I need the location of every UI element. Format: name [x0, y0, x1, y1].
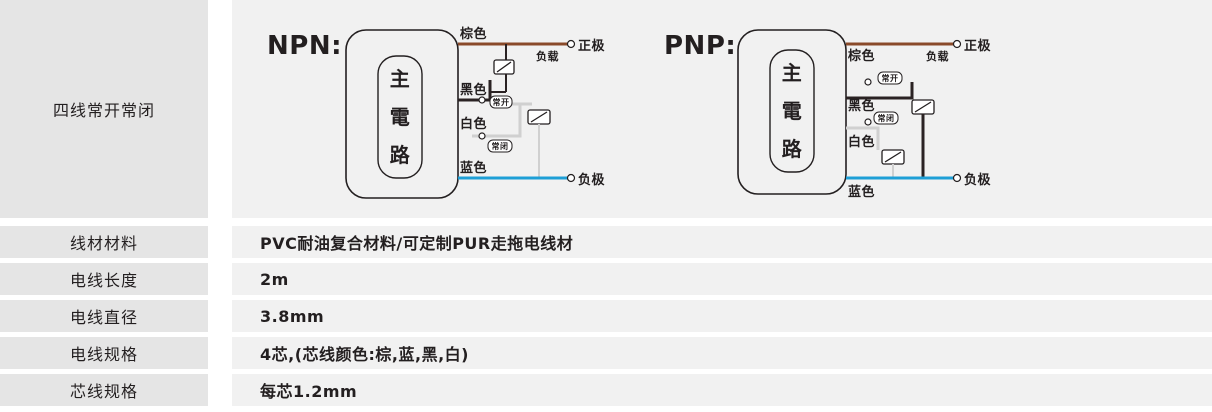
npn-load-2-slash	[530, 111, 548, 123]
npn-no-label: 常开	[493, 97, 510, 107]
pnp-white-wire	[846, 126, 880, 150]
npn-positive-terminal	[566, 39, 576, 49]
npn-load-1-slash	[496, 61, 512, 73]
pnp-positive-terminal	[952, 39, 962, 49]
npn-nc-label: 常闭	[492, 141, 509, 151]
npn-white-node	[478, 132, 486, 140]
pnp-white-label: 白色	[848, 134, 875, 150]
table-row: 线材材料 PVC耐油复合材料/可定制PUR走拖电线材	[0, 226, 1212, 258]
pnp-no-label: 常开	[882, 73, 899, 83]
pnp-black-label: 黑色	[848, 98, 875, 114]
row-label-spec: 电线规格	[0, 337, 208, 369]
row-label-material: 线材材料	[0, 226, 208, 258]
pnp-title: PNP:	[664, 31, 736, 61]
npn-white-wire	[472, 102, 532, 138]
row-label-core: 芯线规格	[0, 374, 208, 406]
table-row: 电线长度 2m	[0, 263, 1212, 295]
pnp-load-1-slash	[914, 101, 932, 113]
npn-title: NPN:	[267, 31, 342, 61]
pnp-load-label: 负载	[926, 49, 949, 63]
npn-load-label: 负载	[536, 49, 559, 63]
pnp-brown-label: 棕色	[847, 48, 875, 64]
npn-blue-label: 蓝色	[460, 160, 487, 176]
table-row: 电线规格 4芯,(芯线颜色:棕,蓝,黑,白)	[0, 337, 1212, 369]
pnp-diagram: PNP: 主 電 路 正极 棕色 负载 黑色 常开	[664, 29, 992, 200]
row-value-spec: 4芯,(芯线颜色:棕,蓝,黑,白)	[232, 337, 1212, 369]
pnp-negative-terminal	[952, 173, 962, 183]
npn-black-node	[478, 96, 486, 104]
pnp-load-2-slash	[884, 151, 902, 163]
table-row: 电线直径 3.8mm	[0, 300, 1212, 332]
npn-no-badge	[489, 95, 513, 109]
table-row: 芯线规格 每芯1.2mm	[0, 374, 1212, 406]
row-label-length: 电线长度	[0, 263, 208, 295]
table-row: 四线常开常闭 NPN: 主 電 路 正极 棕色 负载	[0, 0, 1212, 218]
pnp-circuit-char-2: 電	[782, 99, 803, 123]
pnp-circuit-char-3: 路	[782, 137, 803, 161]
row-label-wiring: 四线常开常闭	[0, 0, 208, 218]
npn-circuit-char-2: 電	[390, 105, 411, 129]
npn-negative-terminal	[566, 173, 576, 183]
pnp-nc-label: 常闭	[878, 113, 895, 123]
npn-positive-label: 正极	[578, 38, 606, 54]
npn-black-label: 黑色	[460, 82, 487, 98]
npn-white-label: 白色	[460, 116, 487, 132]
row-value-material: PVC耐油复合材料/可定制PUR走拖电线材	[232, 226, 1212, 258]
pnp-main-circuit-inner	[769, 49, 815, 173]
npn-nc-badge	[487, 139, 513, 153]
npn-circuit-char-3: 路	[390, 143, 411, 167]
pnp-positive-label: 正极	[964, 38, 992, 54]
pnp-nc-badge	[873, 111, 899, 125]
pnp-negative-label: 负极	[964, 172, 992, 188]
npn-circuit-char-1: 主	[390, 67, 411, 91]
npn-brown-label: 棕色	[459, 26, 487, 42]
npn-main-circuit-inner	[377, 55, 423, 179]
npn-diagram: NPN: 主 電 路 正极 棕色 负载 黑色	[267, 26, 606, 199]
npn-negative-label: 负极	[578, 172, 606, 188]
wiring-diagram: NPN: 主 電 路 正极 棕色 负载 黑色	[267, 26, 992, 200]
wiring-diagram-cell: NPN: 主 電 路 正极 棕色 负载 黑色	[232, 0, 1212, 218]
row-value-diameter: 3.8mm	[232, 300, 1212, 332]
pnp-circuit-char-1: 主	[782, 61, 803, 85]
pnp-no-badge	[877, 71, 903, 85]
row-value-length: 2m	[232, 263, 1212, 295]
npn-main-circuit-box	[345, 29, 459, 199]
pnp-black-node	[864, 78, 872, 86]
pnp-main-circuit-box	[737, 29, 847, 195]
row-value-core: 每芯1.2mm	[232, 374, 1212, 406]
pnp-black-wire	[846, 82, 914, 100]
pnp-blue-label: 蓝色	[848, 184, 875, 200]
pnp-white-node	[864, 118, 872, 126]
row-label-diameter: 电线直径	[0, 300, 208, 332]
